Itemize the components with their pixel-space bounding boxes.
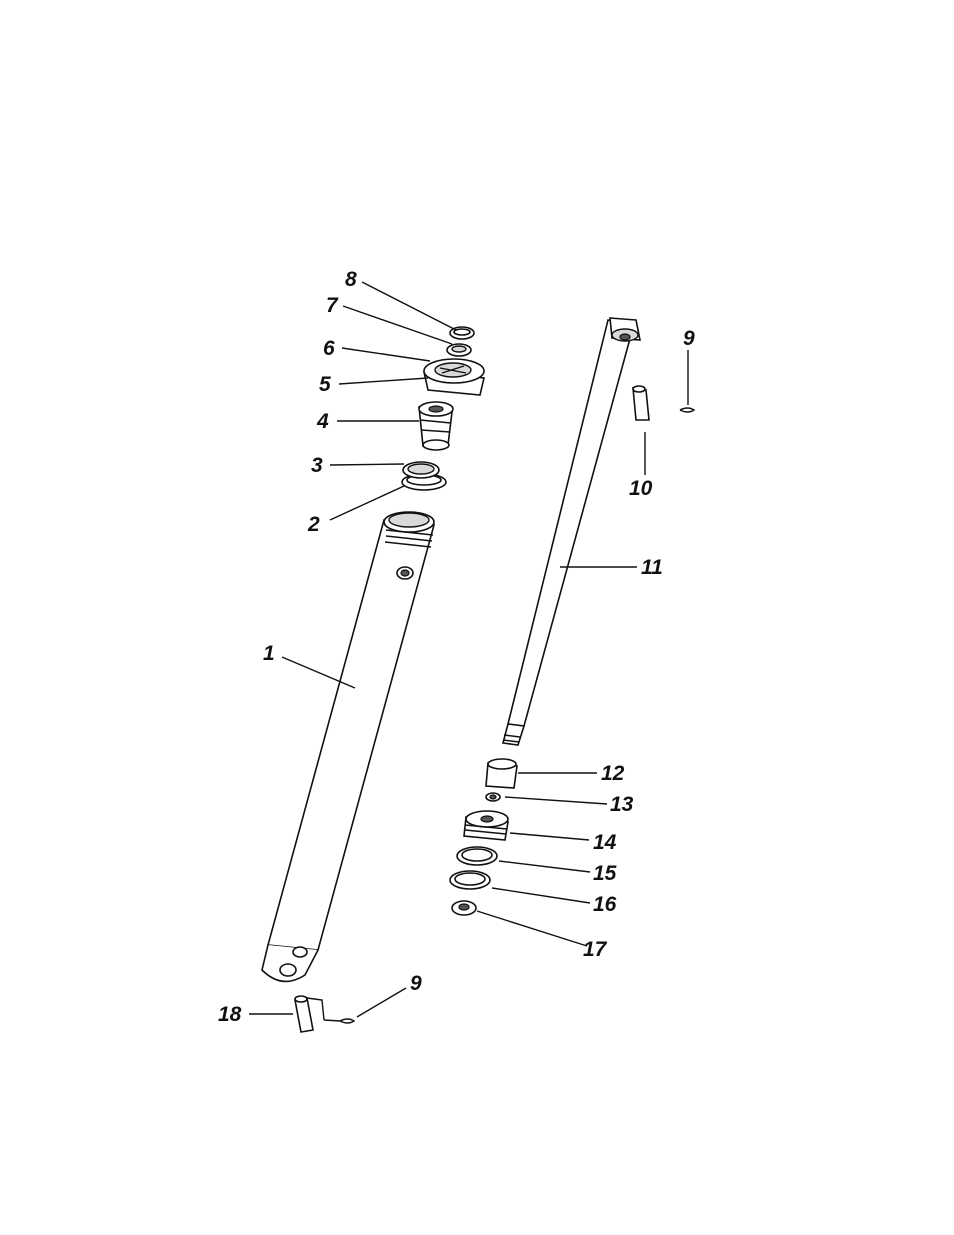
- callout-17: 17: [583, 938, 608, 961]
- callout-3: 3: [311, 454, 323, 477]
- callout-13: 13: [610, 793, 634, 816]
- part-3-seal: [403, 462, 439, 478]
- part-17-castle-nut: [452, 901, 476, 915]
- callout-18: 18: [218, 1003, 242, 1026]
- callout-5: 5: [319, 373, 331, 396]
- callout-11: 11: [641, 556, 663, 579]
- callout-12: 12: [601, 762, 625, 785]
- part-9-clip-top: [680, 408, 694, 412]
- part-1-cylinder-barrel: [262, 512, 434, 981]
- part-4-gland: [419, 402, 453, 450]
- part-11-piston-rod: [503, 318, 640, 745]
- part-5-cap-nut: [424, 359, 484, 395]
- callout-15: 15: [593, 862, 617, 885]
- part-18-pin: [295, 996, 340, 1032]
- callout-4: 4: [316, 410, 329, 433]
- callout-14: 14: [593, 831, 617, 854]
- callout-16: 16: [593, 893, 617, 916]
- part-16-seal: [450, 871, 490, 889]
- callout-10: 10: [629, 477, 653, 500]
- part-12-bushing: [486, 759, 517, 788]
- part-6-washer: [447, 344, 471, 356]
- callout-6: 6: [323, 337, 335, 360]
- callout-9-top: 9: [683, 327, 695, 350]
- callout-2: 2: [307, 513, 320, 536]
- part-15-seal: [457, 847, 497, 865]
- part-13-nut: [486, 793, 500, 801]
- callout-8: 8: [345, 268, 357, 291]
- callout-7: 7: [326, 294, 339, 317]
- callout-9-bottom: 9: [410, 972, 422, 995]
- part-14-piston: [464, 811, 508, 840]
- part-9-clip-bottom: [340, 1019, 354, 1023]
- callout-1: 1: [263, 642, 275, 665]
- part-10-pin: [633, 386, 649, 420]
